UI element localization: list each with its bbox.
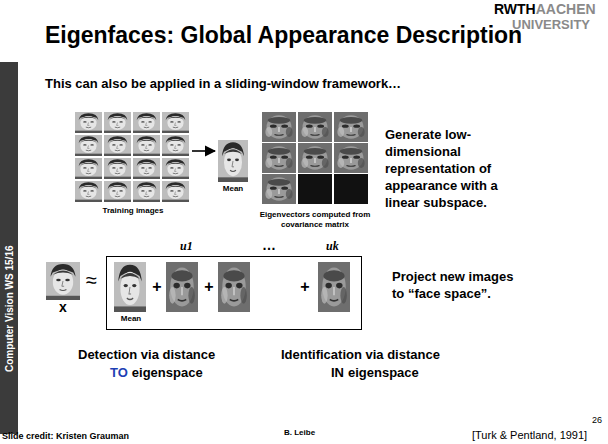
author-name: B. Leibe bbox=[284, 428, 315, 438]
logo-text: UNIVERSITY bbox=[512, 17, 590, 33]
sum-images bbox=[114, 262, 350, 312]
page-number: 26 bbox=[592, 415, 602, 426]
image-caption: Mean bbox=[216, 184, 250, 194]
subtitle: This can also be applied in a sliding-wi… bbox=[45, 76, 401, 92]
logo-text: AACHEN bbox=[536, 1, 596, 18]
method-note: eigenspace bbox=[132, 365, 203, 381]
course-label: Computer Vision WS 15/16 bbox=[4, 245, 16, 372]
side-note: Project new images to “face space”. bbox=[392, 268, 524, 302]
math-symbol: + bbox=[202, 279, 216, 295]
image-caption: Training images bbox=[75, 206, 191, 216]
method-note: TO bbox=[110, 365, 128, 381]
training-grid bbox=[75, 112, 189, 202]
math-symbol: + bbox=[298, 279, 312, 295]
ellipsis: … bbox=[262, 237, 276, 254]
mean-image: Mean bbox=[216, 140, 250, 194]
math-symbol: ≈ bbox=[86, 268, 97, 292]
image-caption: Eigenvectors computed from covariance ma… bbox=[254, 210, 376, 229]
flow-arrow bbox=[192, 150, 215, 152]
image-caption: Mean bbox=[113, 315, 149, 323]
slide-title: Eigenfaces: Global Appearance Descriptio… bbox=[45, 22, 522, 50]
method-note: IN bbox=[331, 365, 344, 381]
input-face bbox=[46, 262, 80, 300]
math-symbol: x bbox=[44, 299, 82, 316]
vector-label: u1 bbox=[180, 239, 193, 253]
citation: [Turk & Pentland, 1991] bbox=[472, 429, 587, 442]
image-grid: Training images bbox=[75, 112, 191, 216]
logo-text: RWTH bbox=[494, 1, 536, 18]
input-image: x bbox=[44, 262, 82, 316]
image-grid: Eigenvectors computed from covariance ma… bbox=[254, 112, 376, 229]
vector-label: uk bbox=[326, 239, 339, 253]
side-note: Generate low-dimensional representation … bbox=[385, 126, 503, 211]
credit-note: Slide credit: Kristen Grauman bbox=[2, 431, 129, 442]
side-bar bbox=[0, 62, 18, 434]
math-symbol: + bbox=[150, 279, 164, 295]
method-note: Identification via distance bbox=[281, 347, 440, 363]
eigenvector-grid bbox=[262, 112, 368, 204]
sum-box: Mean + + + bbox=[106, 256, 362, 330]
method-note: eigenspace bbox=[348, 365, 419, 381]
mean-face bbox=[218, 140, 248, 182]
method-note: Detection via distance bbox=[78, 347, 215, 363]
